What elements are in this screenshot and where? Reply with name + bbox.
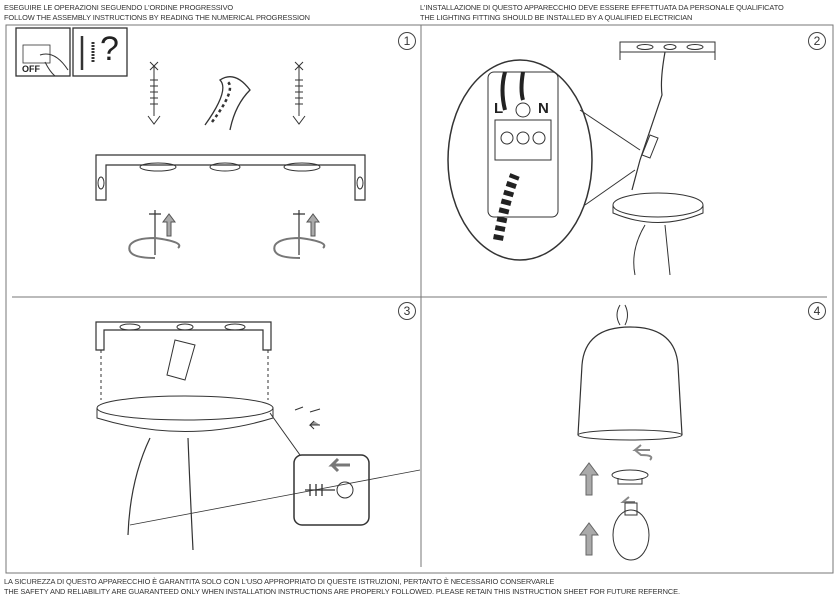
off-label: OFF bbox=[22, 64, 40, 74]
header-left-en: FOLLOW THE ASSEMBLY INSTRUCTIONS BY READ… bbox=[4, 13, 310, 22]
step2-drawing bbox=[447, 41, 716, 276]
power-off-icon bbox=[15, 27, 71, 77]
header-right-it: L'INSTALLAZIONE DI QUESTO APPARECCHIO DE… bbox=[420, 3, 784, 12]
step1-drawing bbox=[15, 27, 366, 259]
footer-notice: LA SICUREZZA DI QUESTO APPARECCHIO È GAR… bbox=[4, 577, 680, 597]
terminal-label-n: N bbox=[538, 100, 549, 117]
step-4-number: 4 bbox=[808, 302, 826, 320]
question-mark: ? bbox=[100, 30, 119, 68]
step-2-number: 2 bbox=[808, 32, 826, 50]
step-3-number: 3 bbox=[398, 302, 416, 320]
terminal-block-detail bbox=[447, 59, 593, 261]
header-right-en: THE LIGHTING FITTING SHOULD BE INSTALLED… bbox=[420, 13, 693, 22]
footer-en: THE SAFETY AND RELIABILITY ARE GUARANTEE… bbox=[4, 587, 680, 596]
header-left-it: ESEGUIRE LE OPERAZIONI SEGUENDO L'ORDINE… bbox=[4, 3, 234, 12]
terminal-label-l: L bbox=[494, 100, 504, 117]
header-right: L'INSTALLAZIONE DI QUESTO APPARECCHIO DE… bbox=[420, 3, 784, 23]
step4-drawing bbox=[577, 304, 683, 561]
screw-anchor-icon bbox=[72, 27, 128, 77]
step3-drawing bbox=[95, 321, 421, 551]
step-1-number: 1 bbox=[398, 32, 416, 50]
header-left: ESEGUIRE LE OPERAZIONI SEGUENDO L'ORDINE… bbox=[4, 3, 310, 23]
footer-it: LA SICUREZZA DI QUESTO APPARECCHIO È GAR… bbox=[4, 577, 555, 586]
panel-frame bbox=[5, 24, 834, 574]
